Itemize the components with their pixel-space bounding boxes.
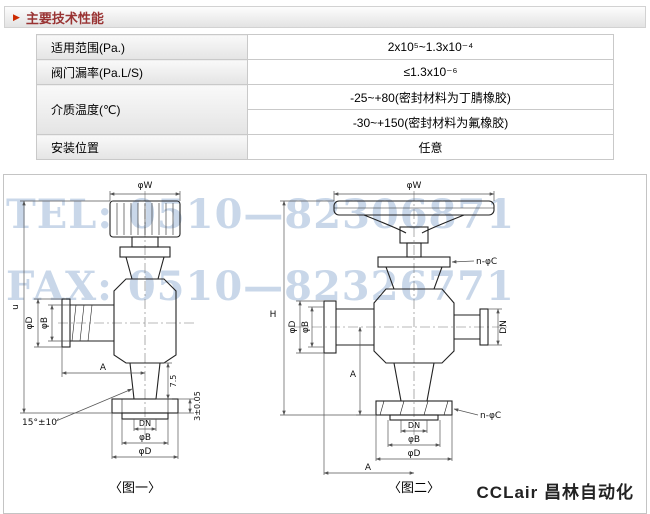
spec-value-cell: -25~+80(密封材料为丁腈橡胶) — [247, 84, 614, 110]
table-row: 安装位置 任意 — [36, 134, 614, 160]
fig2-dim-phiB-side: φB — [301, 321, 311, 333]
figure-2-caption: 〈图二〉 — [387, 480, 440, 495]
dimension-lines — [280, 191, 502, 475]
spec-value-cell: ≤1.3x10⁻⁶ — [247, 59, 614, 85]
figure-2: φW n-φC H φD φB DN A DN φB φD n-φC A 〈图二… — [264, 177, 564, 496]
fig1-dim-taper: 7.5 — [169, 375, 178, 388]
knurl-hatch — [116, 203, 174, 235]
spec-label-cell: 介质温度(℃) — [36, 84, 248, 135]
centerlines — [294, 191, 510, 439]
fig2-dim-H: H — [270, 310, 277, 320]
figure-1: φW u φD φB A 15°±10′ 7.5 3±0.05 DN φB φD… — [10, 177, 260, 496]
flange-hatch — [379, 400, 449, 416]
table-row: 阀门漏率(Pa.L/S) ≤1.3x10⁻⁶ — [36, 59, 614, 85]
spec-label-cell: 安装位置 — [36, 134, 248, 160]
fig1-dim-phiD-bottom: φD — [139, 447, 152, 457]
spec-value-cell: 2x10⁵~1.3x10⁻⁴ — [247, 34, 614, 60]
table-row: 适用范围(Pa.) 2x10⁵~1.3x10⁻⁴ — [36, 34, 614, 60]
fig1-dim-tolerance: 3±0.05 — [193, 391, 202, 421]
table-row: 介质温度(℃) -25~+80(密封材料为丁腈橡胶) — [36, 84, 614, 135]
fig1-dim-angle: 15°±10′ — [22, 418, 59, 428]
fig1-dim-DN: DN — [139, 419, 151, 428]
fig2-dim-A-bottom: A — [365, 463, 372, 473]
spec-label-cell: 适用范围(Pa.) — [36, 34, 248, 60]
spec-value-cell: -30~+150(密封材料为氟橡胶) — [247, 109, 614, 135]
fig1-dim-phiB-bottom: φB — [139, 433, 151, 443]
figure-1-drawing: φW u φD φB A 15°±10′ 7.5 3±0.05 DN φB φD — [11, 181, 202, 459]
spec-label-cell: 阀门漏率(Pa.L/S) — [36, 59, 248, 85]
fig2-dim-phiD-bottom: φD — [408, 449, 421, 459]
fig1-dim-phiD-side: φD — [25, 317, 35, 330]
fig2-dim-nphiC-top: n-φC — [476, 257, 497, 267]
section-title: 主要技术性能 — [25, 10, 104, 26]
figure-1-caption: 〈图一〉 — [108, 480, 161, 495]
thread-hatch — [71, 304, 93, 342]
fig1-dim-height: u — [11, 304, 21, 310]
fig2-dim-phiD-side: φD — [288, 321, 298, 334]
dimension-lines — [20, 191, 194, 459]
figures-row: φW u φD φB A 15°±10′ 7.5 3±0.05 DN φB φD… — [4, 175, 646, 496]
fig2-dim-A-side: A — [350, 370, 357, 380]
figure-2-drawing: φW n-φC H φD φB DN A DN φB φD n-φC A — [270, 181, 510, 475]
drawing-area: TEL: 0510—82306871 FAX: 0510—82326771 — [3, 174, 647, 514]
table-row: -30~+150(密封材料为氟橡胶) — [37, 109, 614, 135]
watermark-fax: FAX: 0510—82326771 — [6, 263, 515, 310]
fig1-dim-A-side: A — [100, 363, 107, 373]
brand-text: CCLair 昌林自动化 — [476, 483, 634, 502]
fig2-dim-nphiC-bottom: n-φC — [480, 411, 501, 421]
valve-body — [61, 200, 181, 420]
arrow-marker-icon: ▶ — [13, 11, 20, 22]
fig2-dim-phiB-bottom: φB — [408, 435, 420, 445]
fig2-dim-phiW: φW — [407, 181, 422, 191]
fig2-dim-DN: DN — [408, 421, 420, 430]
fig2-dim-DN-right: DN — [499, 320, 509, 334]
centerlines — [58, 191, 196, 439]
fig1-dim-phiB-side: φB — [40, 317, 50, 329]
valve-body — [323, 200, 495, 421]
spec-value-cell: 任意 — [247, 134, 614, 160]
spec-table: 适用范围(Pa.) 2x10⁵~1.3x10⁻⁴ 阀门漏率(Pa.L/S) ≤1… — [36, 34, 614, 160]
fig1-dim-phiW: φW — [138, 181, 153, 191]
section-header: ▶ 主要技术性能 — [4, 6, 646, 28]
